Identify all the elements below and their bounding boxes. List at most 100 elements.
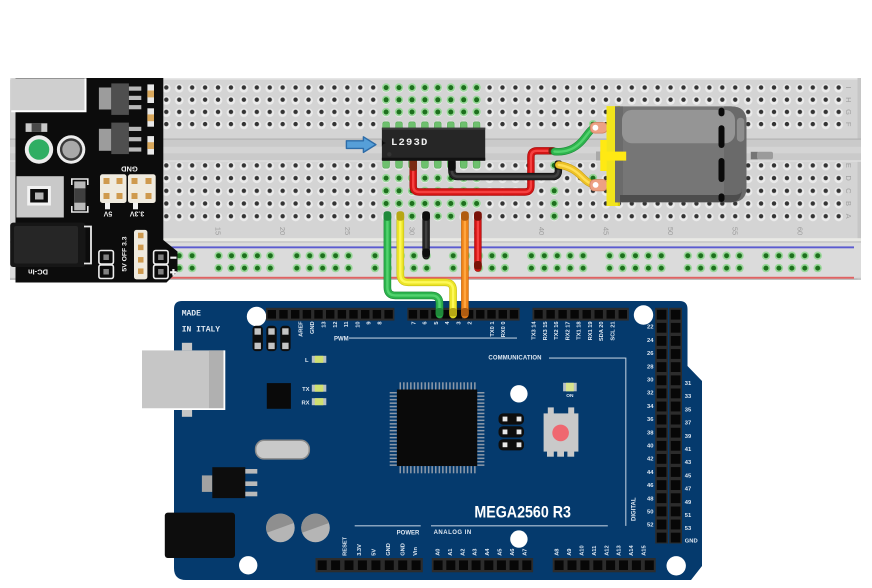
- svg-text:TX3 14: TX3 14: [532, 321, 538, 340]
- svg-text:6: 6: [423, 321, 429, 324]
- svg-text:A4: A4: [485, 548, 491, 556]
- svg-text:60: 60: [795, 227, 804, 235]
- svg-text:33: 33: [685, 394, 692, 400]
- svg-text:22: 22: [647, 325, 653, 331]
- svg-text:TX: TX: [302, 387, 310, 393]
- svg-text:20: 20: [278, 227, 287, 235]
- svg-text:40: 40: [537, 227, 546, 235]
- svg-text:A14: A14: [629, 545, 635, 556]
- svg-text:SCL 21: SCL 21: [610, 321, 616, 340]
- svg-text:A12: A12: [604, 545, 610, 555]
- svg-text:TX2 16: TX2 16: [554, 321, 560, 339]
- svg-text:RX1 19: RX1 19: [588, 321, 594, 340]
- svg-text:46: 46: [647, 483, 654, 489]
- svg-text:3.3V: 3.3V: [357, 544, 363, 556]
- svg-text:5: 5: [434, 321, 440, 324]
- svg-text:D: D: [844, 175, 853, 181]
- svg-text:41: 41: [685, 447, 692, 453]
- svg-text:4: 4: [445, 321, 451, 325]
- svg-text:DIGITAL: DIGITAL: [631, 497, 637, 521]
- svg-text:45: 45: [685, 473, 692, 479]
- svg-text:24: 24: [647, 338, 654, 344]
- svg-text:AREF: AREF: [299, 321, 305, 337]
- svg-text:COMMUNICATION: COMMUNICATION: [488, 355, 541, 361]
- svg-text:GND: GND: [386, 543, 392, 556]
- svg-text:53: 53: [685, 526, 692, 532]
- svg-text:5V OFF 3.3: 5V OFF 3.3: [122, 236, 129, 271]
- svg-text:44: 44: [647, 470, 654, 476]
- svg-text:L293D: L293D: [391, 137, 429, 149]
- svg-text:39: 39: [685, 434, 692, 440]
- svg-text:50: 50: [666, 227, 675, 235]
- svg-text:A10: A10: [579, 545, 585, 555]
- svg-text:RX0 0: RX0 0: [501, 321, 507, 337]
- svg-text:B: B: [844, 201, 853, 206]
- svg-text:42: 42: [647, 457, 653, 463]
- svg-text:2: 2: [468, 321, 474, 324]
- svg-text:55: 55: [731, 227, 740, 235]
- svg-text:51: 51: [685, 513, 692, 519]
- svg-text:13: 13: [322, 321, 328, 327]
- svg-text:49: 49: [685, 500, 692, 506]
- svg-text:RESET: RESET: [343, 536, 349, 555]
- svg-text:47: 47: [685, 487, 691, 493]
- svg-text:TX0 1: TX0 1: [490, 321, 496, 336]
- svg-text:28: 28: [647, 364, 654, 370]
- svg-text:32: 32: [647, 391, 653, 397]
- svg-text:A1: A1: [448, 549, 454, 556]
- svg-text:C: C: [844, 188, 853, 194]
- svg-text:RX2 17: RX2 17: [565, 321, 571, 340]
- svg-text:A8: A8: [555, 549, 561, 556]
- svg-text:8: 8: [378, 321, 384, 324]
- svg-text:A2: A2: [460, 549, 466, 556]
- svg-text:A13: A13: [617, 545, 623, 555]
- svg-text:L: L: [305, 358, 309, 364]
- svg-text:38: 38: [647, 430, 654, 436]
- svg-text:7: 7: [411, 321, 417, 324]
- svg-text:E: E: [844, 163, 853, 168]
- svg-text:MEGA2560 R3: MEGA2560 R3: [474, 503, 571, 521]
- svg-text:I: I: [844, 87, 853, 89]
- svg-text:45: 45: [601, 227, 610, 235]
- svg-text:43: 43: [685, 460, 692, 466]
- svg-text:RX3 15: RX3 15: [543, 321, 549, 340]
- svg-text:POWER: POWER: [397, 530, 420, 536]
- svg-text:A11: A11: [592, 546, 598, 556]
- svg-text:26: 26: [647, 351, 654, 357]
- svg-text:GND: GND: [685, 539, 698, 545]
- svg-text:5V: 5V: [372, 549, 378, 556]
- svg-text:ON: ON: [566, 393, 574, 399]
- svg-text:Vin: Vin: [413, 547, 419, 556]
- svg-text:5V: 5V: [103, 210, 112, 217]
- svg-text:MADE: MADE: [182, 310, 201, 319]
- svg-text:A7: A7: [522, 549, 528, 556]
- svg-text:3: 3: [456, 321, 462, 324]
- svg-text:35: 35: [685, 407, 692, 413]
- svg-text:G: G: [844, 109, 853, 115]
- svg-text:GND: GND: [120, 165, 137, 174]
- svg-text:52: 52: [647, 523, 653, 529]
- svg-text:30: 30: [647, 378, 653, 384]
- svg-text:IN ITALY: IN ITALY: [182, 326, 221, 335]
- svg-text:DC-In: DC-In: [28, 268, 48, 277]
- svg-text:50: 50: [647, 510, 653, 516]
- svg-text:GND: GND: [401, 543, 407, 556]
- svg-text:31: 31: [685, 381, 692, 387]
- svg-text:36: 36: [647, 417, 654, 423]
- svg-text:A9: A9: [567, 549, 573, 556]
- svg-text:34: 34: [647, 404, 654, 410]
- svg-text:48: 48: [647, 496, 654, 502]
- svg-text:25: 25: [343, 227, 352, 235]
- svg-text:F: F: [844, 122, 853, 127]
- svg-text:11: 11: [344, 321, 350, 327]
- svg-text:30: 30: [408, 227, 417, 235]
- svg-text:PWM: PWM: [334, 336, 349, 342]
- svg-text:RX: RX: [301, 400, 309, 406]
- svg-text:A0: A0: [435, 549, 441, 556]
- svg-text:37: 37: [685, 421, 691, 427]
- svg-text:A15: A15: [642, 545, 648, 555]
- svg-text:H: H: [844, 97, 853, 102]
- svg-text:10: 10: [355, 321, 361, 327]
- svg-text:SDA 20: SDA 20: [599, 321, 605, 341]
- svg-text:GND: GND: [310, 321, 316, 334]
